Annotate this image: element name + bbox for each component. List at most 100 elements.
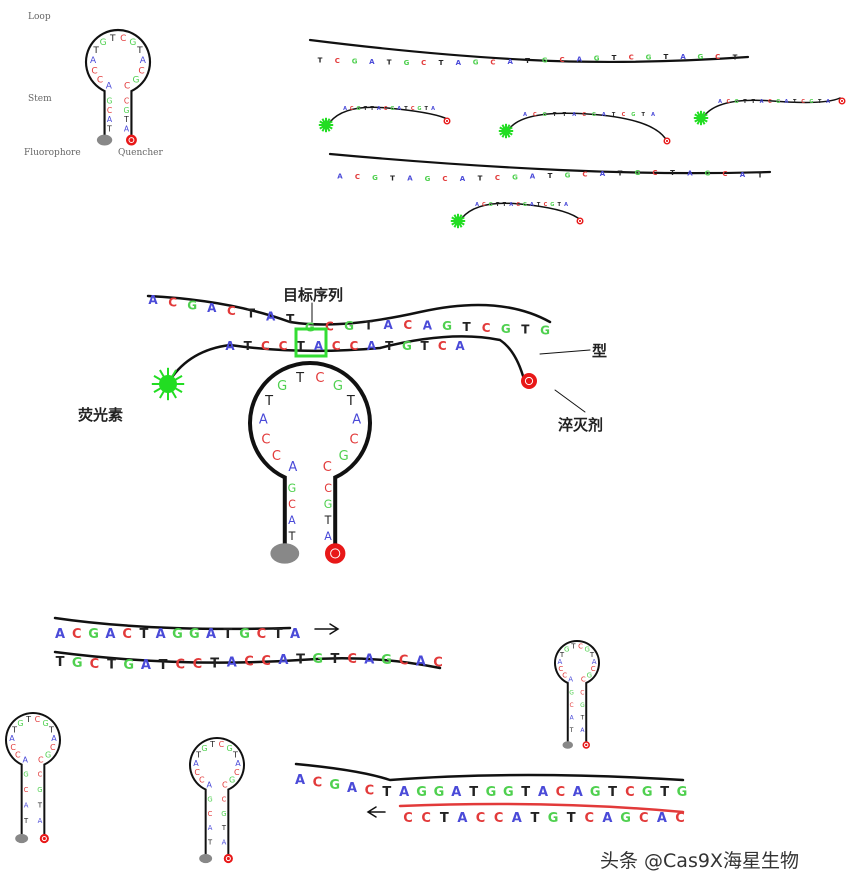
small-beacon-right-fluorophore-gray [562,741,574,749]
probe-3-fluorophore [450,213,466,229]
beacon-bottom-2-quencher-ring [225,855,231,862]
large-beacon-stem-base: T [324,514,332,527]
bottom-right-bottom-base: A [512,811,522,826]
large-beacon-stem-base: G [324,498,333,511]
middle-target-base: A [266,309,276,323]
beacon-bottom-2-loop-base: C [234,768,240,777]
large-beacon-loop-base: A [259,413,268,428]
probe-2-base: G [776,99,780,105]
large-beacon-loop-base: T [295,371,304,386]
beacon-bottom-1-quencher-ring [41,835,47,842]
probe-3-base: T [503,202,507,208]
beacon-bottom-2-loop-base: G [229,775,235,784]
middle-quencher [521,373,537,389]
bottom-right-bottom-base: C [639,811,649,826]
middle-target-base: C [227,304,236,318]
probe-2-base: C [801,99,805,105]
large-beacon-stem-base: A [324,530,332,543]
beacon-bottom-2-loop-base: T [209,740,215,749]
bottom-right-bottom-base: T [440,811,449,826]
beacon-bottom-2-stem-base: C [208,810,213,818]
strand-1-base: A [369,58,375,66]
probe-0-base: A [431,106,435,112]
strand-1-base: G [698,53,704,61]
probe-1-base: T [553,112,557,118]
bottom-right-top-base: G [486,785,497,800]
bottom-right-bottom-base: C [421,811,431,826]
strand-2-base: G [425,175,431,183]
small-beacon-right-loop-base: C [562,671,567,679]
bottom-right-top-base: A [347,781,357,796]
linear-probe-3 [461,202,579,219]
probe-1-base: A [651,112,655,118]
probe-1-base: T [612,112,616,118]
probe-2-base: A [760,99,764,105]
middle-target-base: T [463,320,472,334]
bottom-left-top-base: A [55,627,65,642]
bottom-left-bottom-base: A [364,652,374,667]
probe-0-base: A [343,106,347,112]
bottom-right-bottom-strand [398,802,685,814]
strand-2-base: T [618,169,623,177]
legend-beacon-loop-base: C [97,75,103,85]
bottom-right-bottom-base: C [494,811,504,826]
beacon-bottom-1-stem-base: T [23,817,29,825]
beacon-bottom-2-loop-base: A [193,759,199,768]
beacon-bottom-1-loop-base: G [42,719,48,728]
strand-1-base: G [542,57,548,65]
probe-3-base: C [544,202,548,208]
fluorophore-core [502,127,510,135]
bottom-left-bottom-base: A [227,656,237,671]
bottom-left-bottom-base: C [347,652,357,667]
bottom-right-bottom-base: T [530,811,539,826]
small-beacon-right-loop-base: G [587,671,592,679]
watermark: 头条 @Cas9X海星生物 [600,850,799,872]
probe-2-base: C [768,99,772,105]
legend-beacon-loop-base: T [109,34,116,44]
probe-0-quencher-ring [444,118,450,124]
probe-2-base: A [718,99,722,105]
probe-0-base: A [377,106,381,112]
probe-3-base: T [496,202,500,208]
strand-2-base: T [548,172,553,180]
strand-1-base: G [352,58,358,66]
bottom-left-bottom-base: T [56,655,65,670]
large-beacon-loop-base: T [346,394,355,409]
probe-1-base: A [602,112,606,118]
probe-1-base: C [582,112,586,118]
probe-2-base: T [793,99,797,105]
probe-1-quencher [663,137,671,145]
beacon-bottom-2-quencher [223,853,233,864]
bottom-right-top-base: G [416,785,427,800]
target-base-highlight-box [294,327,328,358]
bottom-right-bottom-base: A [457,811,467,826]
bottom-left-top-base: C [72,627,82,642]
strand-1-base: C [629,54,634,62]
beacon-bottom-1-loop-base: A [9,734,15,743]
beacon-bottom-1-loop-base: C [50,743,56,752]
bottom-left-bottom-base: C [261,654,271,669]
bottom-right-top-base: T [521,785,530,800]
large-beacon-loop-base: C [350,432,359,447]
bottom-left-top-base: G [239,627,250,642]
probe-1-base: G [592,112,596,118]
bottom-right-top-base: G [590,785,601,800]
probe-3-base: G [489,202,493,208]
probe-0-base: T [404,106,408,112]
beacon-bottom-1-loop-base: A [51,734,57,743]
strand-2-base: C [495,174,500,182]
probe-3-base: C [516,202,520,208]
legend-beacon-stem-base: C [124,97,129,106]
middle-probe-base: A [225,339,235,353]
probe-3-base: A [564,202,568,208]
legend-beacon-loop-base: C [138,67,144,77]
probe-2-quencher [838,97,846,105]
bottom-left-bottom-base: G [123,658,134,673]
target-strand-2 [328,152,772,175]
middle-probe-base: T [421,339,430,353]
small-beacon-right-stem-base: G [580,702,585,709]
probe-1-fluorophore [498,123,514,139]
beacon-bottom-2-loop-base: A [235,759,241,768]
fluorophore-label: Fluorophore [24,148,81,158]
strand-2-base: T [478,175,483,183]
